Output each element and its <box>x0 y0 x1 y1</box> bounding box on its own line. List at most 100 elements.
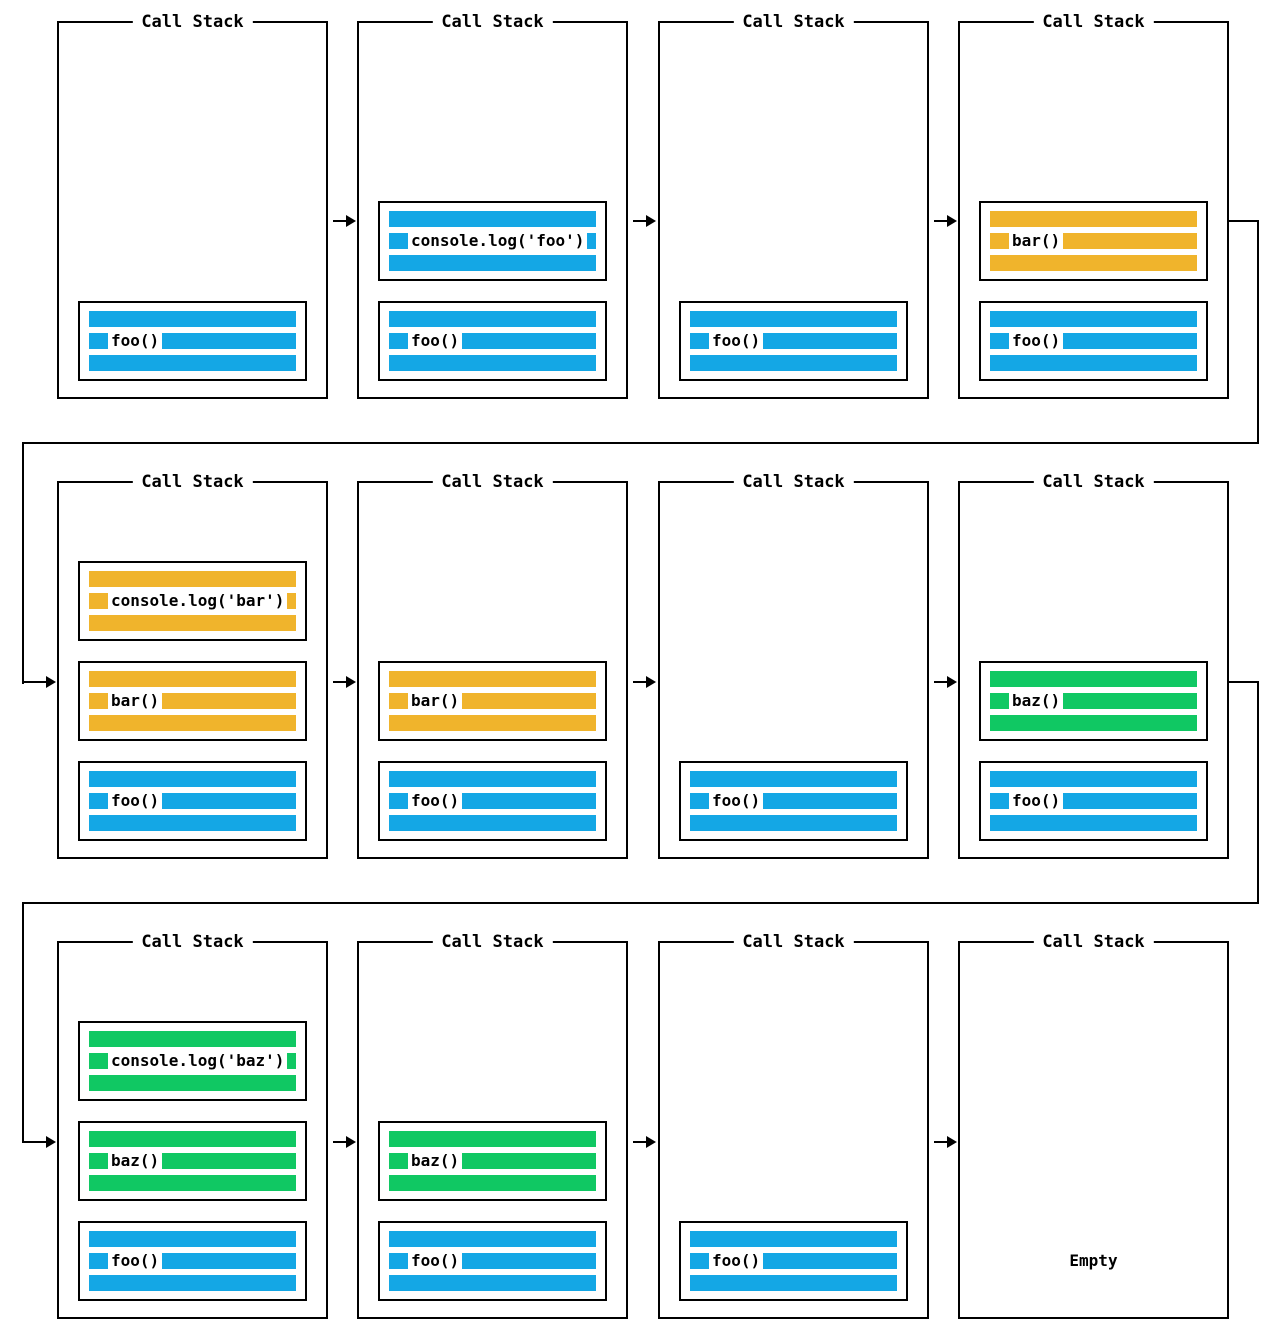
panel-title: Call Stack <box>432 470 553 494</box>
stack-frame: console.log('foo') <box>378 201 607 281</box>
frame-stripe-block <box>389 233 408 249</box>
frame-stripe-bottom <box>89 1275 296 1291</box>
frame-stripe-fill <box>287 1053 296 1069</box>
wrap-connector-segment <box>22 902 24 1143</box>
call-stack-panel: Call Stack baz() foo() <box>958 470 1229 859</box>
frame-label: foo() <box>108 790 163 812</box>
frame-label: console.log('bar') <box>108 590 288 612</box>
wrap-connector-segment <box>22 1141 48 1143</box>
frame-stripe-bottom <box>89 355 296 371</box>
frame-stripe-fill <box>1063 233 1197 249</box>
frame-stripe-middle: bar() <box>389 690 596 712</box>
stack-frame: foo() <box>78 1221 307 1301</box>
stack-frame: console.log('baz') <box>78 1021 307 1101</box>
wrap-connector-segment <box>1257 681 1259 904</box>
frame-stripe-fill <box>763 793 897 809</box>
frame-stripe-block <box>89 693 108 709</box>
frame-stripe-fill <box>1063 793 1197 809</box>
frame-stripe-top <box>389 1231 596 1247</box>
frame-stripe-middle: foo() <box>89 330 296 352</box>
flow-arrow-shaft <box>333 220 347 222</box>
right-arrow-icon <box>46 1136 56 1148</box>
frame-stripe-fill <box>462 1153 596 1169</box>
right-arrow-icon <box>46 676 56 688</box>
call-stack-panel: Call Stack console.log('baz') baz() <box>57 930 328 1319</box>
frame-label: bar() <box>1009 230 1064 252</box>
frame-label: foo() <box>408 330 463 352</box>
frame-stripe-bottom <box>389 255 596 271</box>
frame-label: foo() <box>709 790 764 812</box>
frame-stripe-fill <box>162 1253 296 1269</box>
frame-stripe-top <box>389 211 596 227</box>
frame-stripe-block <box>690 333 709 349</box>
frame-stripe-fill <box>462 793 596 809</box>
panel-title: Call Stack <box>132 930 253 954</box>
right-arrow-icon <box>646 676 656 688</box>
stack-frame: bar() <box>979 201 1208 281</box>
frame-stripe-fill <box>1063 333 1197 349</box>
frame-stripe-top <box>89 571 296 587</box>
frame-stripe-top <box>990 211 1197 227</box>
frame-stripe-top <box>89 771 296 787</box>
frame-stripe-block <box>89 793 108 809</box>
frame-label: foo() <box>408 790 463 812</box>
frame-stripe-middle: foo() <box>89 790 296 812</box>
flow-arrow-shaft <box>633 681 647 683</box>
frame-stripe-top <box>389 1131 596 1147</box>
panel-title: Call Stack <box>432 10 553 34</box>
frame-stripe-middle: foo() <box>990 790 1197 812</box>
call-stack-panel: Call Stack foo() <box>658 10 929 399</box>
frame-stripe-top <box>990 311 1197 327</box>
right-arrow-icon <box>947 215 957 227</box>
frame-stripe-top <box>690 311 897 327</box>
frame-stripe-block <box>389 333 408 349</box>
frame-stripe-block <box>990 233 1009 249</box>
frame-stripe-middle: baz() <box>89 1150 296 1172</box>
frame-stripe-bottom <box>990 715 1197 731</box>
call-stack-panel: Call Stack Empty <box>958 930 1229 1319</box>
frame-stripe-top <box>990 771 1197 787</box>
flow-arrow-shaft <box>633 1141 647 1143</box>
panel-title: Call Stack <box>1033 930 1154 954</box>
frame-stripe-middle: foo() <box>690 790 897 812</box>
panel-title: Call Stack <box>733 930 854 954</box>
frame-label: foo() <box>108 1250 163 1272</box>
frame-label: console.log('foo') <box>408 230 588 252</box>
frame-stripe-top <box>89 671 296 687</box>
frame-stripe-block <box>990 693 1009 709</box>
stack-frame: foo() <box>679 301 908 381</box>
frame-stripe-top <box>89 1031 296 1047</box>
frame-stripe-bottom <box>690 815 897 831</box>
frame-stripe-bottom <box>990 355 1197 371</box>
call-stack-panel: Call Stack baz() foo() <box>357 930 628 1319</box>
frame-stripe-top <box>690 1231 897 1247</box>
panel-title: Call Stack <box>733 470 854 494</box>
frame-stripe-top <box>389 771 596 787</box>
frame-stripe-block <box>389 1153 408 1169</box>
stack-frame: foo() <box>979 301 1208 381</box>
frame-stripe-middle: bar() <box>89 690 296 712</box>
frame-stripe-fill <box>162 693 296 709</box>
frame-stripe-fill <box>287 593 296 609</box>
call-stack-panel: Call Stack foo() <box>658 470 929 859</box>
frame-stripe-fill <box>162 793 296 809</box>
frame-stripe-block <box>990 793 1009 809</box>
panel-title: Call Stack <box>432 930 553 954</box>
stack-frame: foo() <box>378 1221 607 1301</box>
right-arrow-icon <box>646 215 656 227</box>
right-arrow-icon <box>947 1136 957 1148</box>
wrap-connector-segment <box>1229 681 1259 683</box>
flow-arrow-shaft <box>934 681 948 683</box>
right-arrow-icon <box>346 676 356 688</box>
frame-stripe-bottom <box>89 615 296 631</box>
frame-stripe-fill <box>162 333 296 349</box>
frame-stripe-bottom <box>89 1075 296 1091</box>
frame-stripe-fill <box>162 1153 296 1169</box>
frame-label: foo() <box>108 330 163 352</box>
stack-frame: foo() <box>78 761 307 841</box>
frame-stripe-top <box>389 671 596 687</box>
stack-frame: baz() <box>979 661 1208 741</box>
frame-stripe-middle: foo() <box>690 1250 897 1272</box>
frame-stripe-bottom <box>389 1175 596 1191</box>
frame-stripe-middle: foo() <box>389 330 596 352</box>
